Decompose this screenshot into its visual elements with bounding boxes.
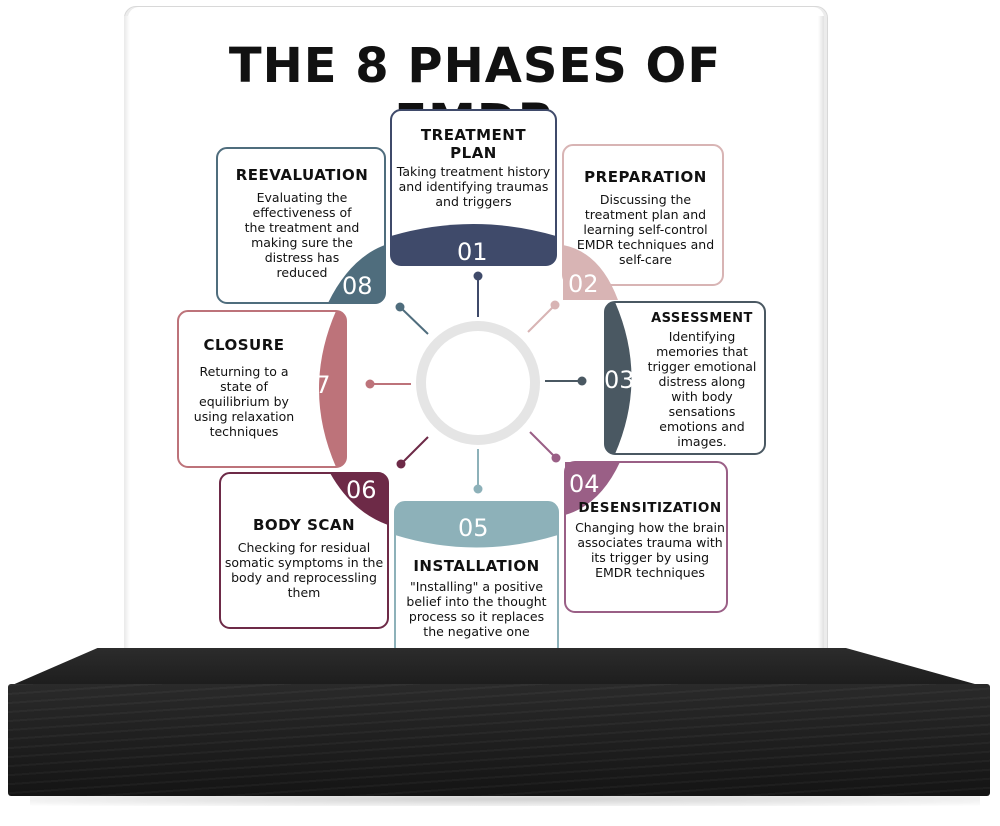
phase-card-02 xyxy=(562,144,724,300)
phase-card-08 xyxy=(216,147,386,304)
phase-text-02: PREPARATION Discussing the treatment pla… xyxy=(574,168,717,267)
phase-text-05: INSTALLATION "Installing" a positive bel… xyxy=(398,557,555,639)
phase-card-06 xyxy=(219,472,389,629)
phase-heading-04: DESENSITIZATION xyxy=(578,500,722,516)
phase-body-08: Evaluating the effectiveness of the trea… xyxy=(244,190,360,280)
wooden-base-front xyxy=(8,684,990,796)
phase-tab-07 xyxy=(319,311,346,467)
phase-body-07: Returning to a state of equilibrium by u… xyxy=(193,364,295,439)
plaque-edge-left xyxy=(124,16,130,686)
phase-number-04: 04 xyxy=(569,470,600,498)
wooden-base-top xyxy=(10,648,982,686)
phase-text-01: TREATMENT PLAN Taking treatment history … xyxy=(395,126,552,209)
phase-tab-05 xyxy=(395,502,558,548)
phase-body-04: Changing how the brain associates trauma… xyxy=(575,520,725,580)
phase-body-01: Taking treatment history and identifying… xyxy=(396,164,551,209)
phase-body-02: Discussing the treatment plan and learni… xyxy=(576,192,715,267)
phase-heading-05: INSTALLATION xyxy=(413,557,540,575)
phase-text-06: BODY SCAN Checking for residual somatic … xyxy=(224,516,384,600)
phase-heading-08: REEVALUATION xyxy=(235,166,369,184)
phase-number-08: 08 xyxy=(342,272,373,300)
phase-tab-04 xyxy=(565,462,620,515)
phase-number-07: 07 xyxy=(300,371,331,399)
phase-card-07 xyxy=(177,310,347,468)
phase-number-01: 01 xyxy=(457,238,488,266)
phase-body-05: "Installing" a positive belief into the … xyxy=(406,579,547,639)
phase-number-05: 05 xyxy=(458,514,489,542)
phase-number-03: 03 xyxy=(604,366,635,394)
center-ring xyxy=(416,321,540,445)
phase-text-04: DESENSITIZATION Changing how the brain a… xyxy=(575,500,725,580)
center-spokes xyxy=(365,271,587,494)
phase-heading-01: TREATMENT PLAN xyxy=(420,126,527,162)
phase-text-07: CLOSURE Returning to a state of equilibr… xyxy=(183,336,305,439)
phase-number-02: 02 xyxy=(568,270,599,298)
plaque-edge-right xyxy=(818,16,824,656)
phase-text-03: ASSESSMENT Identifying memories that tri… xyxy=(644,311,760,449)
phase-heading-07: CLOSURE xyxy=(203,336,285,354)
phase-heading-03: ASSESSMENT xyxy=(651,311,753,326)
phase-tab-08 xyxy=(328,245,385,303)
phase-body-06: Checking for residual somatic symptoms i… xyxy=(224,540,384,600)
phase-heading-02: PREPARATION xyxy=(584,168,707,186)
phase-card-01 xyxy=(390,109,557,266)
phase-tab-06 xyxy=(330,473,388,525)
phase-heading-06: BODY SCAN xyxy=(252,516,356,534)
phase-card-04 xyxy=(564,461,728,613)
phase-tab-03 xyxy=(605,302,632,454)
phase-text-08: REEVALUATION Evaluating the effectivenes… xyxy=(222,166,382,280)
phase-tab-01 xyxy=(391,224,556,265)
phase-tab-02 xyxy=(563,245,618,300)
phase-number-06: 06 xyxy=(346,476,377,504)
phase-body-03: Identifying memories that trigger emotio… xyxy=(647,329,757,449)
phase-card-03 xyxy=(604,301,766,455)
